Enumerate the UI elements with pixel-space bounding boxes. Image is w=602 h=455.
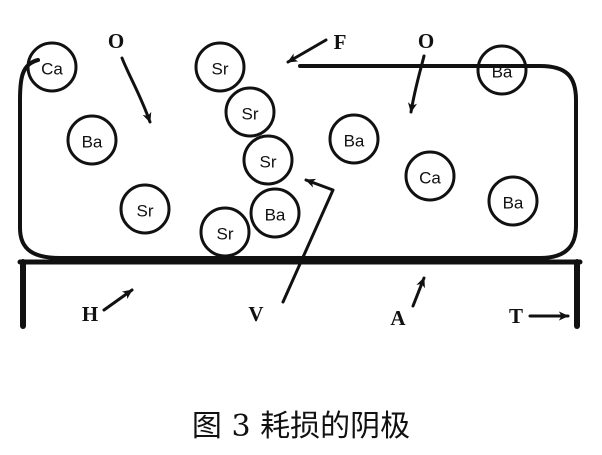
atom-ca-1: Ca xyxy=(26,41,78,93)
arrow-h xyxy=(102,288,134,312)
atom-label: Sr xyxy=(137,202,154,221)
atom-ca-2: Ca xyxy=(404,150,456,202)
label-o-right: O xyxy=(418,29,434,53)
atom-label: Ba xyxy=(82,133,103,152)
atom-ba-right: Ba xyxy=(487,175,539,227)
atom-sr-left: Sr xyxy=(119,183,171,235)
atom-label: Ca xyxy=(419,169,441,188)
atom-label: Sr xyxy=(242,105,259,124)
coating-outline xyxy=(18,58,578,260)
arrow-f xyxy=(286,38,328,64)
label-a: A xyxy=(390,306,406,330)
label-v: V xyxy=(248,302,263,326)
atom-label: Ba xyxy=(265,206,286,225)
atom-ba-chain: Ba xyxy=(249,187,301,239)
atom-label: Sr xyxy=(212,60,229,79)
atom-label: Sr xyxy=(217,225,234,244)
atom-sr-3: Sr xyxy=(242,134,294,186)
atom-ba-top-right: Ba xyxy=(476,44,528,96)
arrow-o-right xyxy=(407,54,426,114)
figure-caption: 图 3 耗损的阴极 xyxy=(192,409,410,444)
label-h: H xyxy=(82,302,98,326)
atom-label: Ca xyxy=(41,60,63,79)
atom-ba-mid: Ba xyxy=(328,113,380,165)
atom-sr-bottom: Sr xyxy=(199,206,251,258)
label-t: T xyxy=(509,304,523,328)
atom-label: Ba xyxy=(503,194,524,213)
atom-label: Sr xyxy=(260,153,277,172)
atom-label: Ba xyxy=(492,63,513,82)
atom-label: Ba xyxy=(344,132,365,151)
atom-ba-left: Ba xyxy=(66,114,118,166)
atom-sr-top: Sr xyxy=(194,41,246,93)
arrow-a xyxy=(411,276,426,308)
arrow-v xyxy=(281,178,335,304)
label-f: F xyxy=(334,30,347,54)
arrow-o-left xyxy=(120,56,152,124)
atom-sr-2: Sr xyxy=(224,86,276,138)
label-o-left: O xyxy=(108,29,124,53)
